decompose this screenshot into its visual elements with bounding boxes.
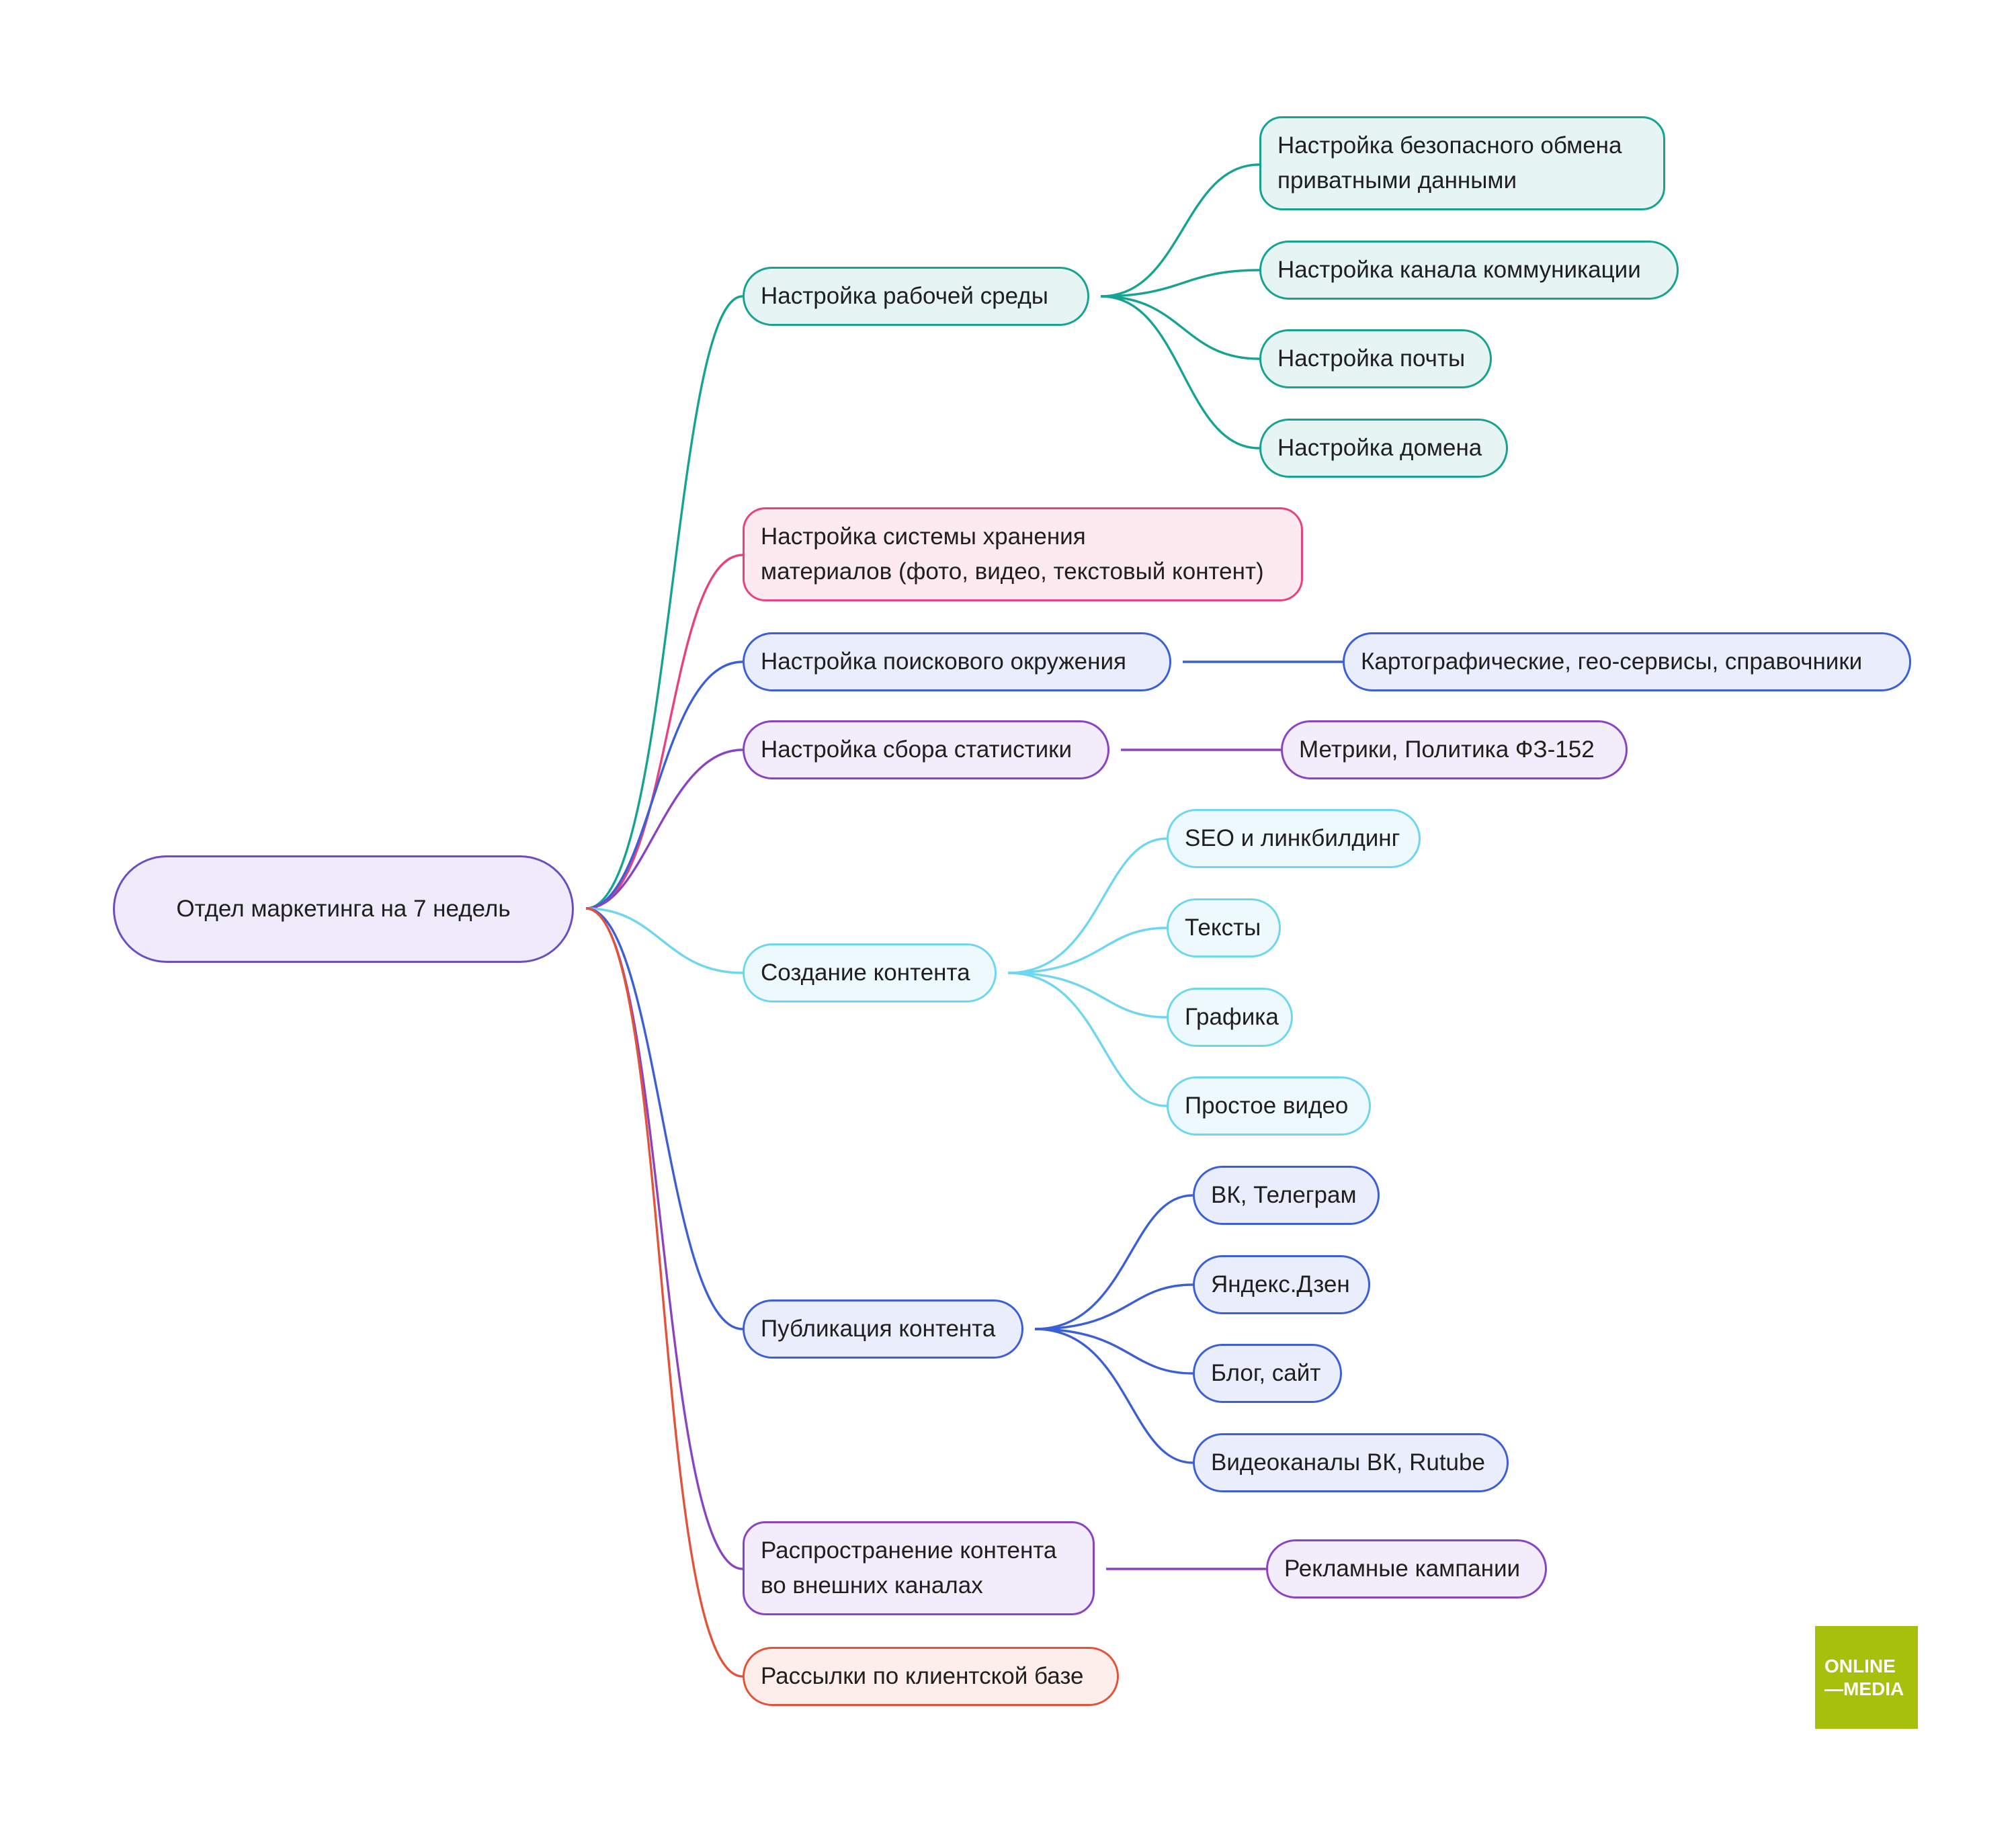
leaf-node-secure-exchange[interactable]: Настройка безопасного обмена приватными … (1259, 116, 1665, 210)
edge-b0-c2 (1100, 295, 1260, 360)
branch-label: Настройка рабочей среды (761, 283, 1048, 309)
edge-root-b4 (585, 907, 743, 974)
leaf-label: Блог, сайт (1211, 1360, 1321, 1386)
edge-b5-c1 (1034, 1283, 1193, 1330)
edge-b5-c0 (1034, 1194, 1193, 1330)
edge-b4-c0 (1007, 837, 1167, 974)
leaf-node-blog-site[interactable]: Блог, сайт (1193, 1344, 1342, 1403)
leaf-node-geo-services[interactable]: Картографические, гео-сервисы, справочни… (1343, 632, 1911, 691)
branch-label: Публикация контента (761, 1316, 996, 1342)
leaf-label: Настройка канала коммуникации (1277, 257, 1641, 283)
branch-node-workspace[interactable]: Настройка рабочей среды (743, 267, 1089, 326)
leaf-node-vk-telegram[interactable]: ВК, Телеграм (1193, 1166, 1380, 1225)
edge-root-b1 (585, 554, 743, 910)
leaf-label: Картографические, гео-сервисы, справочни… (1361, 648, 1863, 675)
branch-label: Настройка системы хранения материалов (ф… (761, 523, 1264, 585)
root-node[interactable]: Отдел маркетинга на 7 недель (113, 855, 574, 963)
branch-node-content-publishing[interactable]: Публикация контента (743, 1299, 1023, 1359)
leaf-node-mail[interactable]: Настройка почты (1259, 329, 1492, 388)
edge-b5-c2 (1034, 1328, 1193, 1375)
branch-label: Распространение контента во внешних кана… (761, 1537, 1057, 1598)
leaf-node-ad-campaigns[interactable]: Рекламные кампании (1266, 1539, 1547, 1598)
leaf-label: Метрики, Политика ФЗ-152 (1299, 736, 1595, 763)
leaf-label: Рекламные кампании (1284, 1555, 1521, 1582)
leaf-label: SEO и линкбилдинг (1185, 825, 1400, 851)
leaf-label: Видеоканалы ВК, Rutube (1211, 1449, 1485, 1476)
leaf-node-seo[interactable]: SEO и линкбилдинг (1167, 809, 1421, 868)
leaf-node-texts[interactable]: Тексты (1167, 898, 1281, 957)
edge-b0-c3 (1100, 295, 1260, 450)
leaf-node-video-channels[interactable]: Видеоканалы ВК, Rutube (1193, 1433, 1509, 1492)
edge-b0-c1 (1100, 269, 1260, 298)
leaf-node-simple-video[interactable]: Простое видео (1167, 1076, 1371, 1136)
branch-label: Создание контента (761, 959, 970, 986)
leaf-node-metrics[interactable]: Метрики, Политика ФЗ-152 (1281, 720, 1628, 779)
branch-node-distribution[interactable]: Распространение контента во внешних кана… (743, 1521, 1095, 1615)
root-label: Отдел маркетинга на 7 недель (176, 896, 511, 922)
branch-node-mailings[interactable]: Рассылки по клиентской базе (743, 1647, 1119, 1706)
branch-node-storage[interactable]: Настройка системы хранения материалов (ф… (743, 507, 1303, 601)
branch-label: Настройка поискового окружения (761, 648, 1126, 675)
branch-node-statistics[interactable]: Настройка сбора статистики (743, 720, 1109, 779)
edge-root-b3 (585, 749, 743, 910)
branch-label: Настройка сбора статистики (761, 736, 1073, 763)
edge-b4-c1 (1007, 927, 1167, 974)
logo-line-2: —MEDIA (1824, 1678, 1904, 1699)
leaf-node-yandex-zen[interactable]: Яндекс.Дзен (1193, 1255, 1370, 1314)
edge-root-b2 (585, 660, 743, 910)
branch-node-content-creation[interactable]: Создание контента (743, 943, 997, 1002)
edge-b5-c3 (1034, 1328, 1193, 1464)
leaf-label: Настройка безопасного обмена приватными … (1277, 132, 1622, 194)
branch-node-search-env[interactable]: Настройка поискового окружения (743, 632, 1171, 691)
leaf-label: Простое видео (1185, 1093, 1349, 1119)
edge-root-b0 (585, 295, 743, 910)
edge-b4-c3 (1007, 972, 1167, 1107)
leaf-node-domain[interactable]: Настройка домена (1259, 419, 1508, 478)
leaf-label: ВК, Телеграм (1211, 1182, 1357, 1208)
leaf-node-comm-channel[interactable]: Настройка канала коммуникации (1259, 241, 1679, 300)
edge-b0-c0 (1100, 163, 1260, 298)
edge-root-b5 (585, 907, 743, 1330)
leaf-label: Настройка почты (1277, 345, 1466, 372)
edge-root-b6 (585, 907, 743, 1570)
branch-label: Рассылки по клиентской базе (761, 1663, 1084, 1689)
edge-root-b7 (585, 907, 743, 1678)
leaf-label: Яндекс.Дзен (1211, 1271, 1350, 1297)
online-media-logo: ONLINE —MEDIA (1815, 1626, 1918, 1729)
logo-line-1: ONLINE (1824, 1656, 1896, 1676)
leaf-label: Графика (1185, 1004, 1279, 1030)
leaf-label: Тексты (1185, 914, 1261, 941)
edge-b4-c2 (1007, 972, 1167, 1019)
leaf-node-graphics[interactable]: Графика (1167, 988, 1293, 1047)
leaf-label: Настройка домена (1277, 435, 1482, 461)
